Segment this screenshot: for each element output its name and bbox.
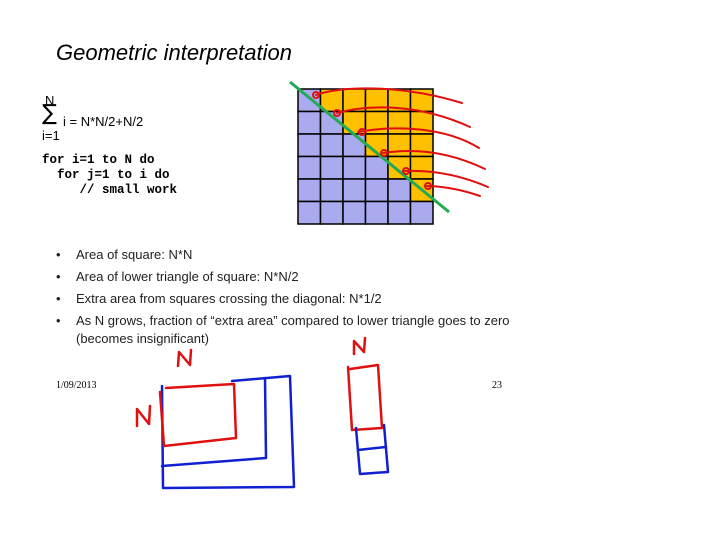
code-line-3: // small work [42,183,178,197]
slide-title: Geometric interpretation [56,40,292,65]
grid-cell-upper [387,110,412,135]
grid-cell-lower [342,178,367,203]
sum-expression: i = N*N/2+N/2 [63,114,144,129]
bullet-list: Area of square: N*N Area of lower triang… [56,246,516,352]
bullet-item: Area of lower triangle of square: N*N/2 [56,268,516,286]
grid-cell-lower [297,155,322,180]
sum-lower-limit: i=1 [42,128,60,143]
red-arrow-2 [336,106,471,128]
grid-cell-lower [319,155,344,180]
grid-cell-lower [342,133,367,158]
red-dot-6 [424,182,432,190]
sum-upper-limit: N [45,93,55,108]
bullet-item: Extra area from squares crossing the dia… [56,290,516,308]
grid-cell-lower [319,178,344,203]
grid-cell-lower [364,178,389,203]
footer-page-number: 23 [492,380,502,391]
blue-column-divider [356,445,388,452]
grid-cell-lower [364,200,389,225]
bullet-item: As N grows, fraction of “extra area” com… [56,312,516,348]
blue-inner-rect [160,376,268,468]
grid-cell-lower [387,178,412,203]
bullet-item: Area of square: N*N [56,246,516,264]
grid-cell-lower [409,200,434,225]
blue-outer-square [160,374,296,490]
red-dot-3 [358,128,366,136]
red-arrows [312,87,489,197]
hand-drawn-sketches [135,336,390,490]
red-square [158,382,238,448]
grid-cell-lower [342,200,367,225]
red-dot-1 [312,91,320,99]
red-dot-2 [333,109,341,117]
hand-n-1 [176,348,193,368]
red-arrow-4 [382,149,486,170]
grid-cell-upper [409,155,434,180]
grid-cell-lower [319,133,344,158]
grid-cell-lower [387,200,412,225]
red-dot-5 [402,167,410,175]
code-line-2: for j=1 to i do [42,168,170,182]
grid-cell-upper [387,133,412,158]
red-dot-4 [380,149,388,157]
code-line-1: for i=1 to N do [42,153,155,167]
red-column [346,363,384,432]
grid-cell-lower [297,178,322,203]
grid-cell-lower [297,110,322,135]
grid-cell-lower [342,155,367,180]
diagonal-line [289,80,450,214]
red-arrow-3 [357,127,480,149]
grid-cell-lower [319,200,344,225]
footer-date: 1/09/2013 [56,380,97,391]
red-arrow-5 [404,169,489,188]
grid-cell-lower [297,133,322,158]
red-arrow-6 [426,185,481,197]
summation-symbol: ∑ [42,101,57,126]
grid-cell-lower [297,200,322,225]
hand-n-2 [135,404,152,428]
red-arrow-1 [315,87,463,104]
